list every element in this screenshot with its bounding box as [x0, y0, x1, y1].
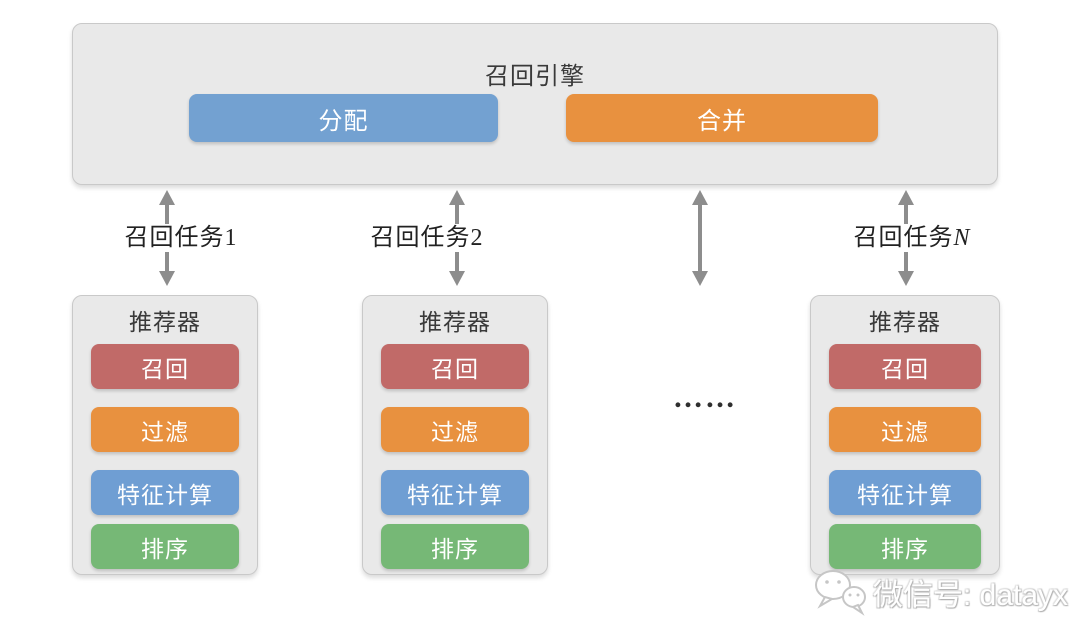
- arrow-shaft: [165, 205, 169, 224]
- arrow-shaft: [698, 205, 702, 271]
- stage-feature-compute: 特征计算: [91, 470, 239, 515]
- arrow-up-icon: [159, 190, 175, 205]
- connector-task-2: 召回任务2: [371, 190, 527, 286]
- stage-filter: 过滤: [381, 407, 529, 452]
- task-label-n: 召回任务N: [853, 225, 971, 251]
- stage-filter: 过滤: [91, 407, 239, 452]
- arrow-down-icon: [692, 271, 708, 286]
- task-label-1: 召回任务1: [124, 225, 238, 251]
- arrow-shaft: [455, 205, 459, 224]
- connector-task-n: 召回任务N: [836, 190, 976, 286]
- stage-recall: 召回: [381, 344, 529, 389]
- arrow-down-icon: [449, 271, 465, 286]
- stage-rank: 排序: [381, 524, 529, 569]
- task-label-2: 召回任务2: [370, 225, 484, 251]
- stage-recall: 召回: [829, 344, 981, 389]
- arrow-up-icon: [692, 190, 708, 205]
- wechat-icon: [815, 570, 866, 616]
- connector-task-1: 召回任务1: [97, 190, 237, 286]
- stage-rank: 排序: [829, 524, 981, 569]
- recommender-title: 推荐器: [419, 310, 491, 335]
- watermark: 微信号: datayx: [812, 568, 1068, 616]
- stage-feature-compute: 特征计算: [829, 470, 981, 515]
- ellipsis: ……: [673, 381, 737, 414]
- recommender-box-n: 推荐器 召回 过滤 特征计算 排序: [810, 295, 1000, 575]
- arrow-up-icon: [898, 190, 914, 205]
- stage-feature-compute: 特征计算: [381, 470, 529, 515]
- arrow-up-icon: [449, 190, 465, 205]
- dispatch-node: 分配: [189, 94, 498, 142]
- connector-middle: [630, 190, 770, 286]
- watermark-text: 微信号: datayx: [873, 579, 1069, 612]
- arrow-shaft: [165, 252, 169, 271]
- recommender-title: 推荐器: [129, 310, 201, 335]
- recommender-title: 推荐器: [869, 310, 941, 335]
- arrow-shaft: [904, 205, 908, 224]
- stage-recall: 召回: [91, 344, 239, 389]
- merge-node: 合并: [566, 94, 878, 142]
- arrow-down-icon: [898, 271, 914, 286]
- arrow-shaft: [904, 252, 908, 271]
- arrow-shaft: [455, 252, 459, 271]
- stage-filter: 过滤: [829, 407, 981, 452]
- recommender-box-1: 推荐器 召回 过滤 特征计算 排序: [72, 295, 258, 575]
- arrow-down-icon: [159, 271, 175, 286]
- recommender-box-2: 推荐器 召回 过滤 特征计算 排序: [362, 295, 548, 575]
- stage-rank: 排序: [91, 524, 239, 569]
- recall-engine-title: 召回引擎: [485, 64, 585, 90]
- recall-engine-box: 召回引擎 分配 合并: [72, 23, 998, 185]
